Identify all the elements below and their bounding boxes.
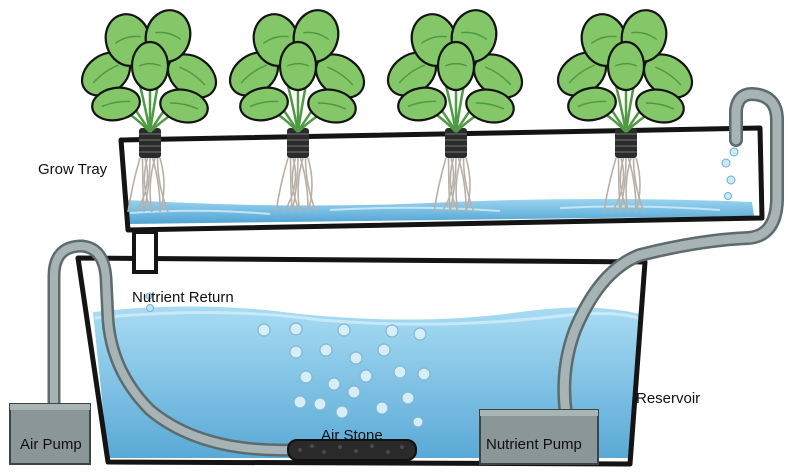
air-pump bbox=[9, 403, 91, 465]
grow-tray-label: Grow Tray bbox=[38, 161, 108, 178]
plant bbox=[386, 9, 524, 213]
plant bbox=[80, 9, 218, 213]
net-pot bbox=[139, 128, 161, 158]
grow-tray bbox=[118, 125, 765, 233]
nutrient-return-drain bbox=[132, 230, 158, 312]
air-stone-label: Air Stone bbox=[321, 427, 383, 444]
nutrient-pump bbox=[479, 409, 599, 465]
grow-tray-outline bbox=[118, 125, 765, 233]
grow-tray-water bbox=[126, 199, 754, 224]
plant-leaves bbox=[228, 9, 366, 124]
reservoir-label: Reservoir bbox=[636, 390, 701, 407]
net-pot bbox=[615, 128, 637, 158]
plant-roots bbox=[433, 157, 475, 213]
plant-roots bbox=[603, 157, 645, 213]
net-pot bbox=[445, 128, 467, 158]
plant-roots bbox=[127, 157, 169, 213]
air-stone bbox=[287, 439, 417, 461]
air-bubbles bbox=[257, 322, 431, 428]
nutrient-return-label: Nutrient Return bbox=[132, 289, 234, 306]
air-pump-label: Air Pump bbox=[20, 436, 82, 453]
plant-roots bbox=[275, 157, 317, 213]
tray-inlet-bubbles bbox=[721, 147, 739, 200]
plant bbox=[228, 9, 366, 213]
reservoir-outline bbox=[75, 255, 648, 467]
plant-leaves bbox=[80, 9, 218, 124]
plant-leaves bbox=[556, 9, 694, 124]
plant-leaves bbox=[386, 9, 524, 124]
net-pot bbox=[287, 128, 309, 158]
plant bbox=[556, 9, 694, 213]
plants bbox=[80, 9, 694, 213]
nutrient-pump-label: Nutrient Pump bbox=[486, 436, 582, 453]
